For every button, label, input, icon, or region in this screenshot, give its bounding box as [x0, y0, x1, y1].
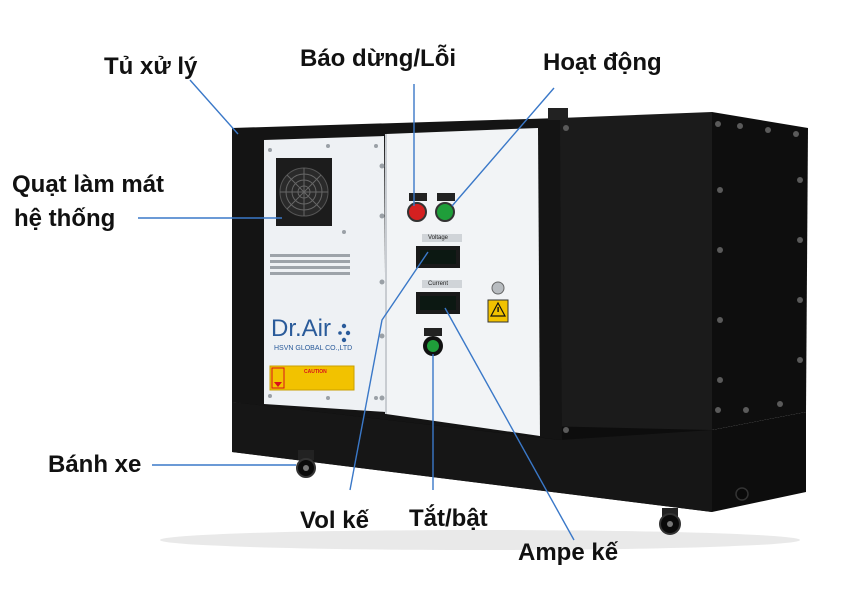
current-tag-bg: [422, 280, 462, 288]
floor-shadow: [160, 530, 800, 550]
label-voltmeter: Vol kế: [300, 507, 369, 534]
leader-ammeter: [444, 307, 575, 541]
label-onoff: Tắt/bật: [409, 505, 488, 532]
running-light: [435, 202, 455, 222]
vent-slots: [270, 254, 350, 275]
label-stop-error: Báo dừng/Lỗi: [300, 45, 457, 72]
voltage-tag: Voltage: [428, 235, 449, 241]
cabinet-top-handle: [548, 108, 568, 120]
side-bolts: [563, 121, 803, 433]
panel-caution: CAUTION: [304, 369, 327, 375]
control-panel: [386, 128, 540, 436]
key-switch: [491, 281, 505, 295]
label-fan-line2: hệ thống: [14, 205, 116, 232]
label-running: Hoạt động: [543, 49, 662, 76]
onoff-label-plate: [424, 328, 442, 336]
run-light-label: [437, 193, 455, 201]
leader-cabinet: [189, 79, 239, 135]
brand-dots: [338, 323, 351, 343]
stop-light-label: [409, 193, 427, 201]
voltmeter-display: [420, 250, 456, 264]
stop-error-light: [407, 202, 427, 222]
label-ammeter: Ampe kế: [518, 539, 619, 566]
onoff-button-green: [427, 340, 439, 352]
label-fan-line1: Quạt làm mát: [12, 171, 165, 198]
fan-grill-lines: [280, 168, 328, 216]
current-tag: Current: [428, 281, 449, 287]
leader-lines: [138, 79, 575, 541]
wheels: [296, 450, 749, 535]
panel-screws: [268, 144, 385, 401]
warning-exclamation-icon: [497, 307, 499, 312]
cabinet-side-back: [712, 112, 808, 430]
caution-arrow-icon: [274, 372, 282, 387]
voltage-tag-bg: [422, 234, 462, 242]
label-wheels: Bánh xe: [48, 451, 142, 478]
leader-voltmeter: [349, 251, 429, 491]
panel-brand: Dr.Air: [271, 315, 331, 342]
label-cabinet: Tủ xử lý: [104, 53, 198, 80]
cabinet-base-front: [232, 402, 712, 512]
ammeter-display: [420, 296, 456, 310]
cabinet-side-upper: [560, 112, 712, 440]
panel-company: HSVN GLOBAL CO.,LTD: [274, 345, 353, 352]
leader-running: [451, 87, 555, 207]
warning-triangle-icon: [489, 301, 507, 317]
